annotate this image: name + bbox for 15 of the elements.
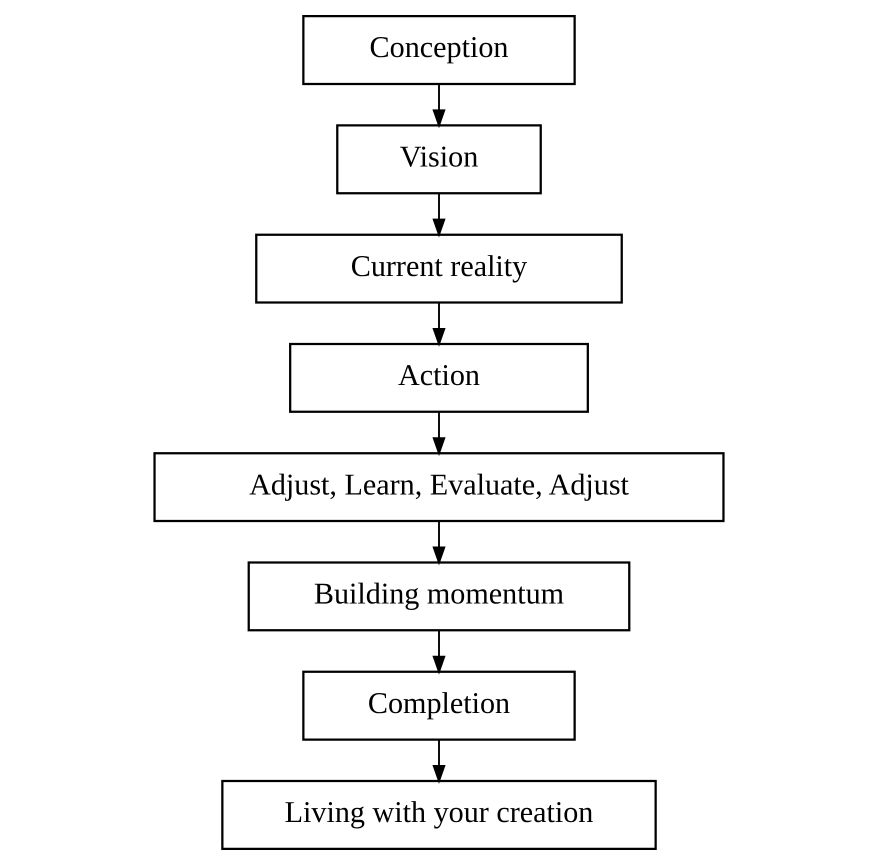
arrow [432,630,446,675]
node-box: Action [289,342,589,413]
node-box: Conception [302,15,576,86]
arrow [432,412,446,456]
arrow [432,84,446,128]
node-box: Building momentum [248,561,630,632]
arrow [432,521,446,566]
arrow [432,193,446,238]
node-box: Vision [336,124,542,194]
node-box: Adjust, Learn, Evaluate, Adjust [153,452,725,522]
node-box: Living with your creation [221,780,657,850]
node-box: Current reality [255,234,623,304]
arrow [432,740,446,784]
node-box: Completion [302,670,576,741]
arrow [432,302,446,347]
